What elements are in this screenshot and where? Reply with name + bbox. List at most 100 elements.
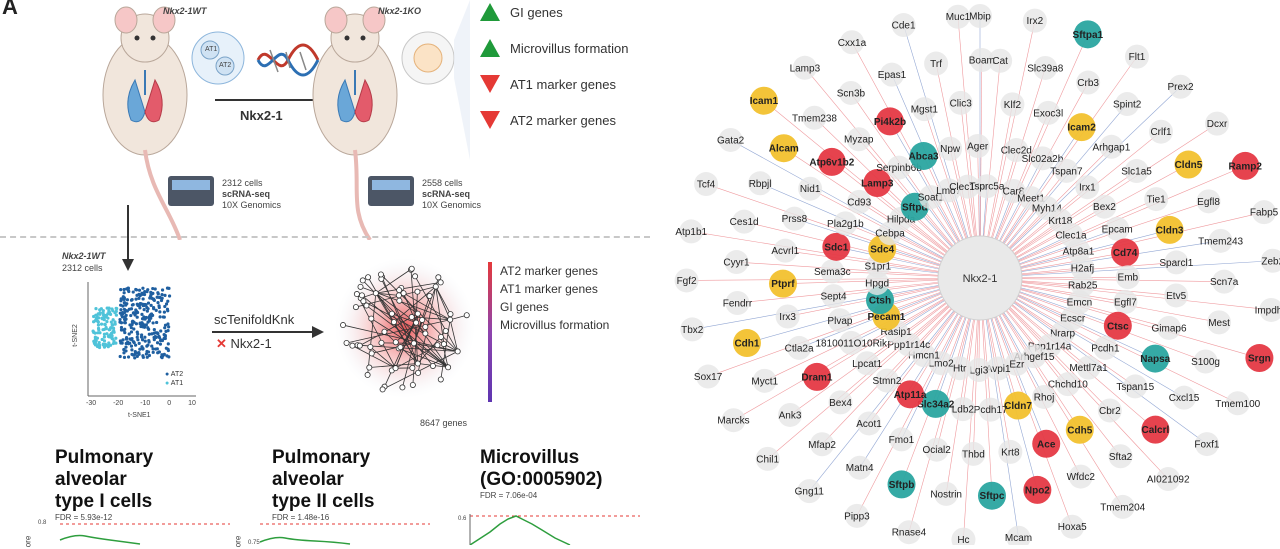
small-net-node bbox=[360, 278, 365, 283]
tsne-cell-dot bbox=[167, 349, 170, 352]
gene-node-label: Ldb2 bbox=[952, 405, 975, 416]
gene-node: Ocial2 bbox=[922, 438, 951, 462]
gene-node: Cyyr1 bbox=[723, 250, 750, 274]
tsne-cell-dot bbox=[125, 287, 128, 290]
gene-node: Marcks bbox=[717, 408, 749, 432]
tsne-cell-dot bbox=[143, 336, 146, 339]
tsne-cell-dot bbox=[160, 293, 163, 296]
tsne-title: Nkx2-1WT bbox=[62, 251, 106, 262]
tsne-cell-dot bbox=[132, 290, 135, 293]
tsne-cell-dot bbox=[167, 355, 170, 358]
tsne-cell-dot bbox=[112, 342, 115, 345]
gene-node-label: Muc1 bbox=[946, 12, 971, 23]
gene-node: Ctsc bbox=[1104, 312, 1132, 340]
gene-node-label: Plvap bbox=[827, 316, 852, 327]
tsne-cell-dot bbox=[97, 312, 100, 315]
tsne-cell-dot bbox=[130, 348, 133, 351]
tsne-cell-dot bbox=[111, 323, 114, 326]
network-legend: AT2 marker genes AT1 marker genes GI gen… bbox=[500, 262, 609, 334]
tsne-xlabel: t-SNE1 bbox=[128, 410, 151, 421]
tsne-cell-dot bbox=[146, 307, 149, 310]
tsne-cell-dot bbox=[100, 323, 103, 326]
gene-node: Etv5 bbox=[1164, 283, 1188, 307]
tsne-cell-dot bbox=[147, 339, 150, 342]
gene-node: Ces1d bbox=[730, 210, 759, 234]
tsne-cell-dot bbox=[143, 293, 146, 296]
tsne-cell-dot bbox=[103, 323, 106, 326]
tsne-cell-dot bbox=[100, 307, 103, 310]
gene-node: Thbd bbox=[961, 442, 985, 466]
gene-node-label: Srgn bbox=[1248, 354, 1271, 365]
tsne-ylabel: t-SNE2 bbox=[70, 324, 81, 347]
tsne-cell-dot bbox=[150, 304, 153, 307]
gene-node: Ramp2 bbox=[1229, 152, 1263, 180]
small-net-node bbox=[436, 275, 441, 280]
gene-node-label: Ctsh bbox=[869, 296, 891, 307]
gene-node-label: H2afj bbox=[1071, 263, 1094, 274]
gene-node: Dcxr bbox=[1205, 112, 1229, 136]
tsne-cell-dot bbox=[139, 321, 142, 324]
tsne-cell-dot bbox=[131, 303, 134, 306]
gene-node: Mest bbox=[1207, 310, 1231, 334]
gene-node: Tmem204 bbox=[1100, 495, 1145, 519]
gene-node: Fgf2 bbox=[675, 268, 699, 292]
gene-node: Bex2 bbox=[1092, 195, 1116, 219]
gene-node-label: Hpgd bbox=[865, 279, 889, 290]
tsne-cell-dot bbox=[135, 322, 138, 325]
tsne-cell-dot bbox=[110, 332, 113, 335]
small-net-node bbox=[391, 319, 396, 324]
gene-node: Gng11 bbox=[795, 479, 825, 503]
tsne-cell-dot bbox=[160, 299, 163, 302]
small-net-node bbox=[350, 343, 355, 348]
gene-node: Sox17 bbox=[694, 365, 723, 389]
tsne-cell-dot bbox=[134, 308, 137, 311]
small-net-node bbox=[409, 314, 414, 319]
tsne-cell-dot bbox=[162, 315, 165, 318]
tsne-cell-dot bbox=[97, 323, 100, 326]
gene-node: Gimap6 bbox=[1152, 316, 1187, 340]
gene-node-label: Slc1a5 bbox=[1121, 167, 1152, 178]
tsne-plot bbox=[70, 278, 200, 408]
tick-label: 0.8 bbox=[38, 518, 46, 529]
tsne-cell-dot bbox=[103, 339, 106, 342]
axis-label: ore bbox=[232, 536, 243, 548]
wt-label: Nkx2-1WT bbox=[163, 6, 207, 17]
gene-node-label: Irx1 bbox=[1079, 183, 1096, 194]
gene-node: Irx3 bbox=[776, 304, 800, 328]
tsne-cell-dot bbox=[121, 338, 124, 341]
small-net-node bbox=[398, 345, 403, 350]
gene-node-label: Rab25 bbox=[1068, 281, 1098, 292]
small-net-node bbox=[435, 343, 440, 348]
small-net-node bbox=[393, 366, 398, 371]
small-net-node bbox=[412, 274, 417, 279]
tsne-cell-dot bbox=[118, 318, 121, 321]
panel-label: A bbox=[2, 0, 18, 20]
gene-node-label: Arhgap1 bbox=[1092, 142, 1130, 153]
tsne-cell-dot bbox=[166, 308, 169, 311]
small-net-node bbox=[340, 322, 345, 327]
small-net-node bbox=[397, 298, 402, 303]
tsne-cells: 2312 cells bbox=[62, 263, 103, 274]
small-net-node bbox=[415, 370, 420, 375]
gene-node: Icam2 bbox=[1067, 113, 1096, 141]
gene-node-label: Dcxr bbox=[1207, 119, 1228, 130]
tsne-cell-dot bbox=[97, 327, 100, 330]
gene-node: Tbx2 bbox=[680, 317, 704, 341]
legend-item: Microvillus formation bbox=[480, 30, 650, 66]
gene-node-label: Rbpjl bbox=[749, 179, 772, 190]
dna-icon bbox=[258, 45, 318, 75]
tsne-cell-dot bbox=[164, 324, 167, 327]
tsne-cell-dot bbox=[130, 345, 133, 348]
gene-node-label: Pecam1 bbox=[867, 312, 905, 323]
small-net-node bbox=[369, 351, 374, 356]
gene-node-label: Cdh1 bbox=[734, 339, 759, 350]
tsne-cell-dot bbox=[152, 307, 155, 310]
gene-node: Sparcl1 bbox=[1159, 250, 1193, 274]
gene-node: Spint2 bbox=[1113, 92, 1142, 116]
small-net-node bbox=[430, 363, 435, 368]
tsne-cell-dot bbox=[134, 344, 137, 347]
tsne-cell-dot bbox=[154, 287, 157, 290]
gene-node-label: Tsprc5a bbox=[969, 182, 1004, 193]
tsne-cell-dot bbox=[137, 351, 140, 354]
small-net-node bbox=[438, 280, 443, 285]
